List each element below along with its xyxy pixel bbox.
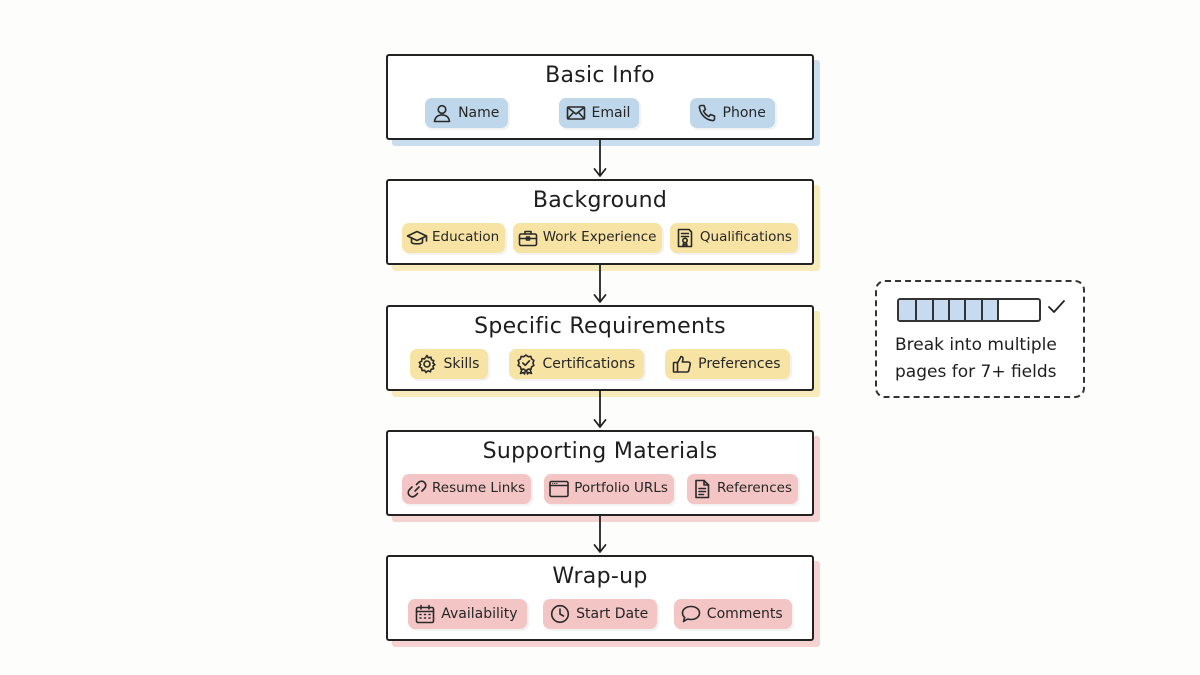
field-chip-label: Education bbox=[432, 229, 500, 246]
field-chip-label: Comments bbox=[706, 606, 783, 622]
field-chip-label: Start Date bbox=[576, 606, 649, 622]
flow-arrow bbox=[593, 139, 607, 177]
browser-icon bbox=[549, 480, 570, 498]
document-icon bbox=[695, 479, 710, 499]
flow-arrow bbox=[593, 390, 607, 428]
field-chip-label: Email bbox=[591, 105, 631, 121]
tip-note: Break into multiple pages for 7+ fields bbox=[875, 280, 1085, 398]
field-chip-label: Resume Links bbox=[432, 480, 526, 497]
field-chip-label: Portfolio URLs bbox=[574, 480, 668, 497]
field-chip-label: Skills bbox=[443, 356, 480, 372]
section-title: Basic Info bbox=[545, 63, 655, 88]
field-chip-skills: Skills bbox=[410, 349, 489, 379]
phone-icon bbox=[698, 104, 715, 122]
field-chip-label: Certifications bbox=[542, 356, 636, 372]
clock-icon bbox=[551, 604, 570, 624]
field-chip-row: Resume Links Portfolio URLs References bbox=[400, 472, 800, 506]
tip-line-2: pages for 7+ fields bbox=[895, 362, 1057, 382]
field-chip-work-experience: Work Experience bbox=[512, 223, 663, 253]
field-chip-resume-links: Resume Links bbox=[402, 474, 532, 504]
section-title: Wrap-up bbox=[552, 564, 648, 589]
field-chip-label: References bbox=[716, 480, 792, 497]
field-chip-certifications: Certifications bbox=[509, 349, 645, 379]
field-chip-start-date: Start Date bbox=[543, 599, 658, 629]
field-chip-qualifications: Qualifications bbox=[669, 223, 798, 253]
tip-text: Break into multiple pages for 7+ fields bbox=[895, 332, 1075, 386]
field-chip-label: Work Experience bbox=[542, 229, 657, 246]
field-chip-label: Name bbox=[458, 105, 500, 121]
field-chip-row: Education Work Experience Qualifications bbox=[400, 221, 800, 255]
progress-segment-divider bbox=[981, 300, 983, 320]
link-icon bbox=[407, 480, 427, 498]
field-chip-availability: Availability bbox=[408, 599, 527, 629]
field-chip-references: References bbox=[686, 474, 798, 504]
field-chip-label: Phone bbox=[722, 105, 766, 121]
briefcase-icon bbox=[518, 230, 537, 247]
graduation-cap-icon bbox=[406, 230, 428, 245]
field-chip-label: Qualifications bbox=[699, 229, 792, 246]
field-chip-row: Availability Start Date Comments bbox=[400, 597, 800, 631]
tip-line-1: Break into multiple bbox=[895, 335, 1057, 355]
field-chip-label: Availability bbox=[441, 606, 518, 622]
field-chip-email: Email bbox=[558, 98, 640, 128]
field-chip-comments: Comments bbox=[673, 599, 792, 629]
field-chip-row: Name Email Phone bbox=[400, 96, 800, 130]
section-title: Background bbox=[532, 188, 668, 213]
speech-bubble-icon bbox=[681, 605, 701, 623]
badge-icon bbox=[517, 354, 536, 375]
checkmark-icon bbox=[1048, 300, 1065, 313]
progress-segment-divider bbox=[948, 300, 950, 320]
thumbs-up-icon bbox=[672, 355, 692, 373]
field-chip-portfolio-urls: Portfolio URLs bbox=[544, 474, 674, 504]
user-icon bbox=[433, 104, 451, 123]
progress-segment-divider bbox=[915, 300, 917, 320]
field-chip-label: Preferences bbox=[698, 356, 781, 372]
calendar-icon bbox=[415, 604, 435, 624]
flow-arrow bbox=[593, 515, 607, 553]
field-chip-education: Education bbox=[402, 223, 506, 253]
progress-segment-divider bbox=[932, 300, 934, 320]
progress-segment-divider bbox=[964, 300, 966, 320]
field-chip-row: Skills Certifications Preferences bbox=[400, 347, 800, 381]
certificate-icon bbox=[677, 228, 693, 248]
section-title: Specific Requirements bbox=[474, 314, 726, 339]
progress-fill bbox=[899, 300, 999, 320]
section-title: Supporting Materials bbox=[482, 439, 718, 464]
progress-bar bbox=[897, 298, 1041, 322]
field-chip-name: Name bbox=[425, 98, 509, 128]
gear-icon bbox=[418, 354, 437, 374]
envelope-icon bbox=[566, 106, 585, 120]
field-chip-preferences: Preferences bbox=[665, 349, 790, 379]
field-chip-phone: Phone bbox=[689, 98, 775, 128]
flow-arrow bbox=[593, 264, 607, 303]
